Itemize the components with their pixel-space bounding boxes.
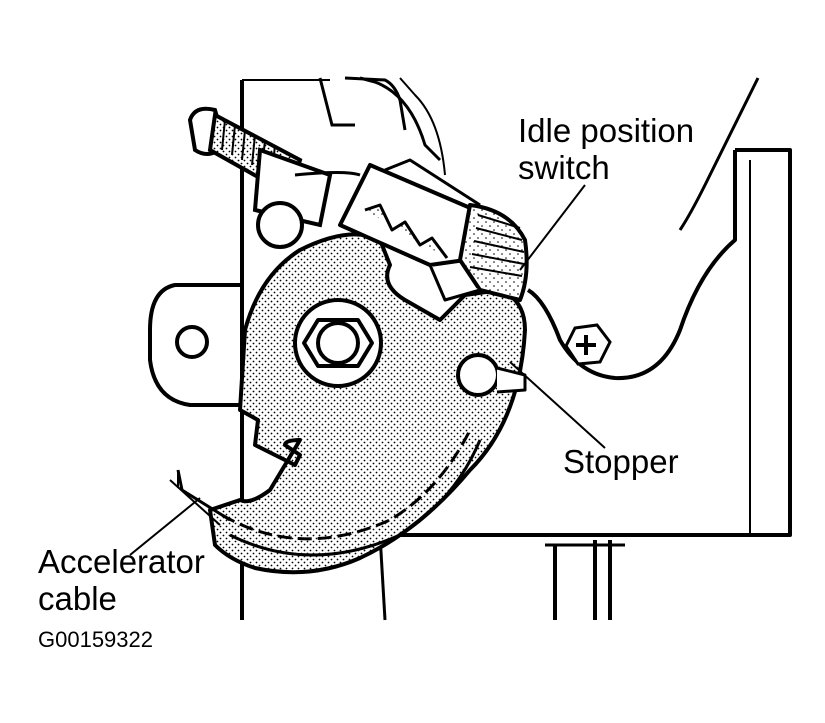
throttle-body-housing [380, 77, 792, 537]
adjusting-screw [187, 106, 361, 249]
idle-label-line-1: Idle position [518, 112, 695, 149]
mounting-bolt [564, 323, 612, 366]
leader-stopper [509, 361, 606, 449]
accelerator-cable-label: Accelerator cable [38, 543, 205, 617]
mounting-flange [148, 283, 244, 407]
idle-position-switch-label: Idle position switch [518, 112, 694, 186]
accel-label-line-2: cable [38, 580, 117, 617]
idle-position-switch [338, 158, 529, 302]
idle-label-line-2: switch [518, 149, 610, 186]
stopper-label: Stopper [563, 443, 679, 480]
lower-bracket [378, 534, 625, 621]
figure-id: G00159322 [38, 627, 153, 652]
leader-accelerator-cable [129, 497, 201, 556]
throttle-lever [208, 232, 527, 575]
accel-label-line-1: Accelerator [38, 543, 205, 580]
stopper-label-text: Stopper [563, 443, 679, 480]
leader-lines [129, 184, 606, 556]
leader-idle-switch [519, 184, 586, 271]
